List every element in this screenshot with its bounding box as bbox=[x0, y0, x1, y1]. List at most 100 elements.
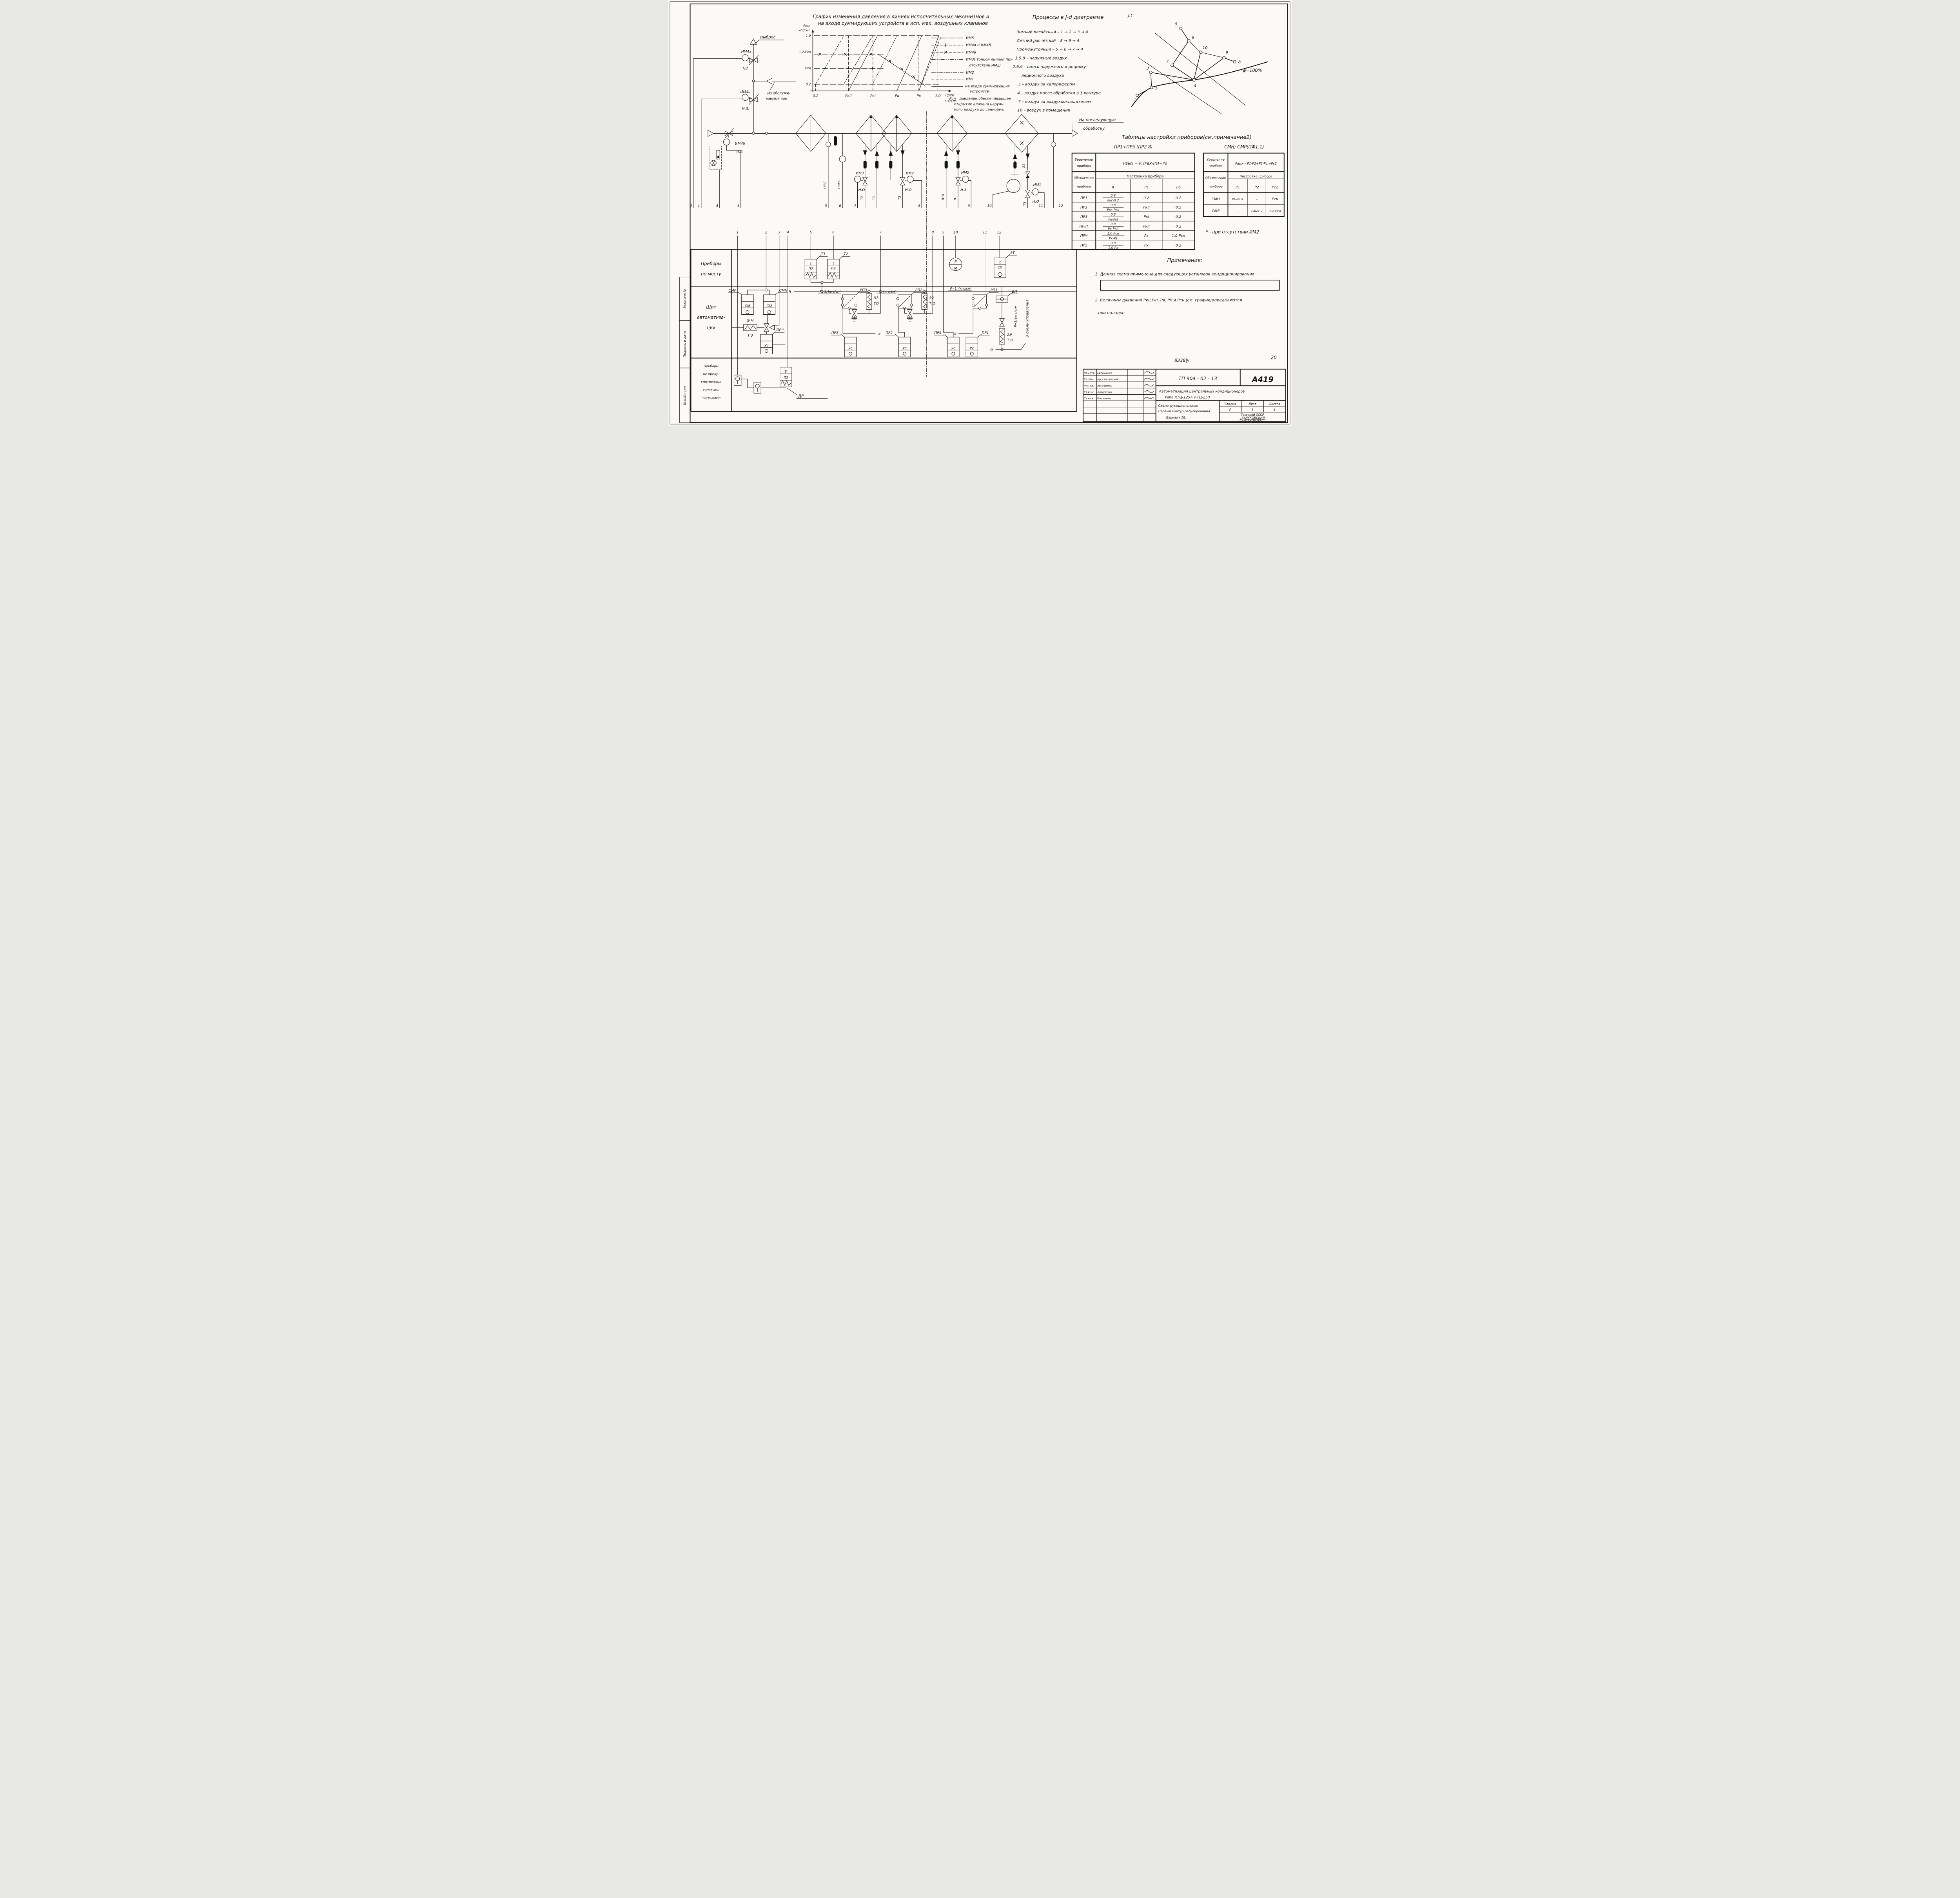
svg-text:–: – bbox=[1256, 198, 1258, 201]
svg-text:10: 10 bbox=[953, 231, 958, 235]
upz-cell: ПЗ bbox=[784, 376, 788, 379]
u-cell: У bbox=[785, 370, 788, 374]
legend-im4v: ИМ4в bbox=[966, 51, 976, 54]
t2-setting: Настройка прибора bbox=[1240, 174, 1272, 178]
stamp-inv: Инв.№подл. bbox=[683, 385, 686, 405]
svg-text:3: 3 bbox=[737, 204, 740, 208]
im2-state: Н.О bbox=[905, 189, 912, 192]
t1-cell-t: t bbox=[810, 262, 812, 266]
rp3-pressure: Р=1.4кгс/см² bbox=[820, 290, 841, 294]
im4b-state: Н.З, bbox=[737, 150, 744, 154]
scheme-name-2: Первый контур регулирования bbox=[1158, 410, 1210, 413]
svg-text:0.2: 0.2 bbox=[1176, 206, 1181, 210]
next-processing-2: обработку bbox=[1083, 126, 1105, 131]
jd-points bbox=[1136, 27, 1236, 97]
band2-label-2: автоматиза- bbox=[697, 315, 725, 320]
svg-text:1: 1 bbox=[737, 231, 739, 235]
table-pr1-pr5: Уравнение прибора Рвых = К (Рвх-Рз)+Ро О… bbox=[1071, 152, 1195, 250]
svg-text:0.2: 0.2 bbox=[1143, 196, 1149, 200]
table-smn-smr: Уравнение прибора Рвых= Р1-Р2+Р3-Рс,+Рс2… bbox=[1203, 152, 1285, 217]
legend-psn3: ного воздуха до саннормы bbox=[954, 108, 1004, 112]
svg-text:Клименко: Клименко bbox=[1097, 397, 1111, 400]
table-footnote: * - при отсутствии ИМ2 bbox=[1206, 230, 1259, 235]
pressure-graph: График изменения давления в линиях испол… bbox=[799, 14, 1013, 112]
bands-frame: Приборы по месту Щит автоматиза- ции При… bbox=[690, 231, 1077, 412]
jd-n7: 7 bbox=[1166, 60, 1169, 64]
svg-text:ПРЧ: ПРЧ bbox=[1080, 234, 1088, 238]
org-line-2: „ХАРЬКОВСКИЙ bbox=[1240, 416, 1265, 420]
legend-im5: ИМ5 bbox=[966, 36, 974, 40]
pr2-tag: ПР2 bbox=[886, 331, 893, 335]
svg-text:11: 11 bbox=[1038, 204, 1043, 208]
legend-im4ab: ИМ4а и ИМ4б bbox=[966, 44, 991, 47]
svg-text:смотренные: смотренные bbox=[701, 380, 721, 384]
t2-cell-t: t bbox=[833, 262, 834, 266]
svg-text:Рх: Рх bbox=[1144, 234, 1149, 238]
t2-col-pc2: Рс2 bbox=[1272, 186, 1278, 190]
e4-tag: Э Ч bbox=[746, 319, 753, 323]
v10-line-label: В10 bbox=[942, 194, 945, 200]
sheet-frame bbox=[670, 1, 1290, 424]
svg-text:Рв-РкII: Рв-РкII bbox=[1108, 227, 1119, 231]
im4a-state: НЗ bbox=[743, 67, 748, 71]
note-1-blank-box bbox=[1100, 279, 1280, 291]
svg-text:7: 7 bbox=[854, 204, 857, 208]
jd-n5: 5 bbox=[1175, 22, 1177, 27]
rp1-pressure: Р=1.4кгс/см² bbox=[950, 287, 972, 290]
next-processing-1: На последующую bbox=[1079, 118, 1116, 122]
svg-text:не преду-: не преду- bbox=[703, 372, 719, 376]
b-bus-label: б bbox=[789, 290, 791, 294]
svg-text:Лазаренко: Лазаренко bbox=[1097, 390, 1112, 393]
smr-cell: СМ bbox=[745, 304, 750, 308]
jd-corner-label: J,t bbox=[1127, 13, 1132, 18]
pm-gauge-p: Р bbox=[955, 260, 957, 264]
settings-tables: Таблицы настройки приборов(см.примечание… bbox=[1071, 134, 1285, 250]
process-line: Промежуточный – 5 → 6 → 7 → 4 bbox=[1016, 47, 1083, 52]
bp-pressure: Р=1.4кгс/см² bbox=[1014, 306, 1017, 327]
stamp-vzam: Взам.инв.№ bbox=[683, 289, 686, 308]
band1-label-1: Приборы bbox=[701, 261, 721, 266]
svg-text:Приборы: Приборы bbox=[704, 364, 719, 368]
to-control-scheme: В схему управления bbox=[1026, 299, 1030, 337]
margin-stamps: Взам.инв.№ Подпись и дата Инв.№подл. bbox=[679, 277, 691, 423]
svg-text:0.8: 0.8 bbox=[1111, 203, 1116, 207]
note-1: 1. Данная схема применена для следующих … bbox=[1095, 272, 1254, 277]
svg-text:ПР5: ПР5 bbox=[1080, 244, 1087, 248]
svg-text:чертежами: чертежами bbox=[702, 396, 720, 400]
graph-ytick: 1.0 bbox=[806, 34, 811, 38]
t1-setting: Настройка прибора bbox=[1127, 174, 1164, 178]
v3-line-label: ВЗ bbox=[1022, 163, 1026, 168]
svg-text:Кростошевский: Кростошевский bbox=[1097, 378, 1119, 381]
jd-n2: 2 bbox=[1155, 87, 1158, 91]
im4a-label: ИМ4а bbox=[741, 50, 751, 54]
svg-text:1.0-Рсн: 1.0-Рсн bbox=[1172, 234, 1185, 238]
processes-title: Процессы в J-d диаграмме bbox=[1033, 15, 1104, 20]
legend-im3b: отсутствии ИМ2) bbox=[969, 64, 1001, 68]
svg-text:РкI: РкI bbox=[1144, 215, 1149, 219]
t1-col-pz: Рз bbox=[1144, 186, 1148, 190]
t2-cell-pz: ПЗ bbox=[831, 266, 835, 270]
jd-n4: 4 bbox=[1194, 84, 1196, 88]
smr-tag: СМР bbox=[728, 289, 736, 293]
legend-psn2: открытие клапана наруж- bbox=[954, 103, 1004, 107]
graph-ylabel-2: кгс/см² bbox=[799, 29, 809, 32]
t2b-line-label: Т2 bbox=[898, 196, 902, 200]
svg-text:12: 12 bbox=[997, 231, 1002, 235]
rp2-tag: РП2 bbox=[915, 288, 922, 292]
bp-tag: БП bbox=[1012, 290, 1017, 294]
drawing-canvas: Взам.инв.№ Подпись и дата Инв.№подл. Гра… bbox=[668, 0, 1292, 426]
process-line: 7 – воздух за воздухоохладителем bbox=[1018, 100, 1091, 104]
dr-tag: ДР bbox=[798, 394, 804, 399]
graph-legend: ИМ5 ИМ4а и ИМ4б ИМ4в ИМ3( тонкой линией … bbox=[931, 36, 1013, 112]
t1-eq2: прибора bbox=[1077, 164, 1091, 168]
note-2a: 2. Величины давлений РкII,РкI, Рв, Рх и … bbox=[1095, 298, 1242, 303]
pr2-cell: Ус bbox=[902, 346, 907, 350]
svg-text:6: 6 bbox=[832, 231, 835, 235]
svg-text:8: 8 bbox=[918, 204, 920, 208]
svg-text:0.8: 0.8 bbox=[1111, 222, 1116, 226]
graph-ytick: 0.2 bbox=[806, 83, 811, 86]
svg-text:Евтушенко: Евтушенко bbox=[1097, 372, 1112, 375]
